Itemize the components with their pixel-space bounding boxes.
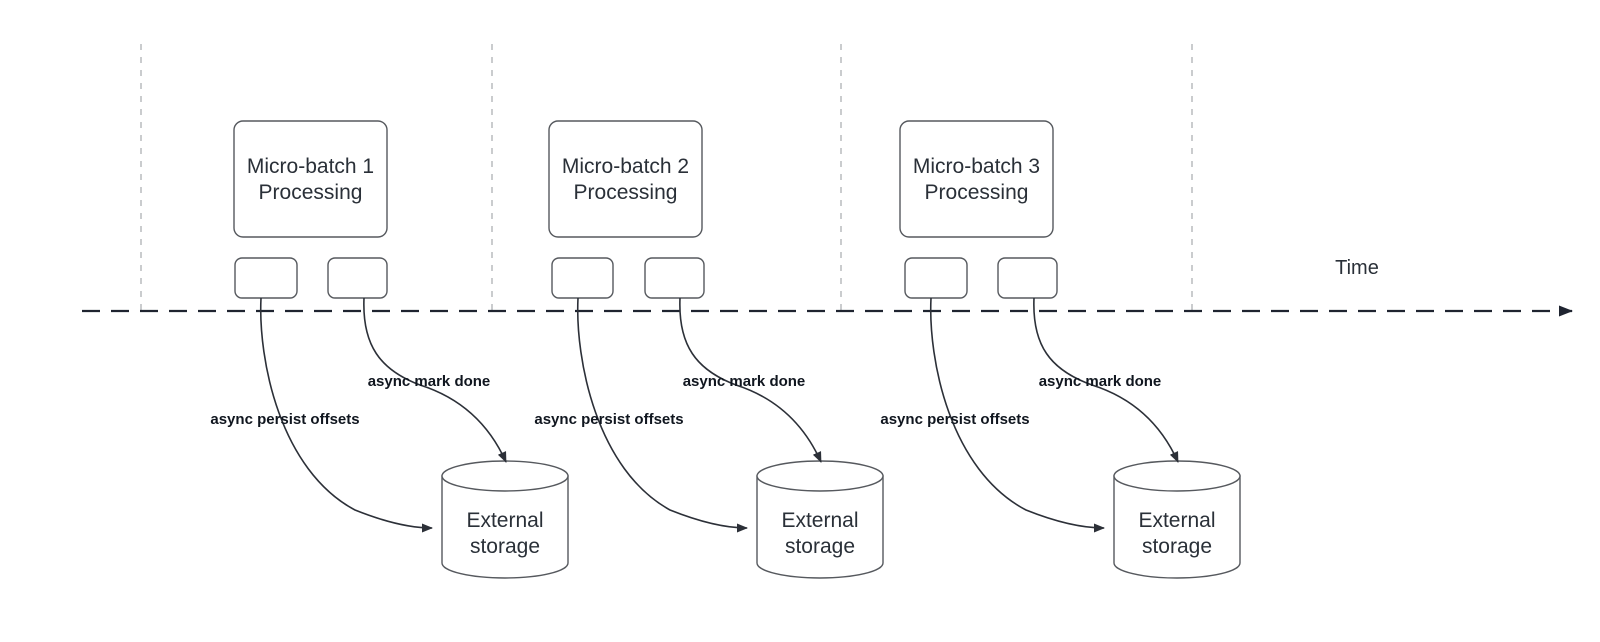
edge-label-async-mark-done-1: async mark done (368, 373, 491, 390)
external-storage-2-title: External (781, 509, 858, 532)
micro-batch-1-processing-box[interactable] (233, 120, 388, 238)
external-storage-1[interactable]: External storage (441, 460, 569, 579)
micro-batch-2-group: Micro-batch 2 Processing External storag… (534, 120, 884, 579)
batch-boundary-guides (140, 44, 1193, 313)
micro-batch-2-offset-marker[interactable] (551, 257, 614, 299)
external-storage-3[interactable]: External storage (1113, 460, 1241, 579)
micro-batch-1-title: Micro-batch 1 (247, 155, 374, 178)
edge-label-async-mark-done-3: async mark done (1039, 373, 1162, 390)
micro-batch-3-group: Micro-batch 3 Processing External storag… (880, 120, 1241, 579)
edge-async-mark-done-1 (363, 297, 507, 463)
micro-batch-1-offset-marker[interactable] (234, 257, 298, 299)
external-storage-1-title: External (466, 509, 543, 532)
external-storage-3-title: External (1138, 509, 1215, 532)
edge-async-persist-offsets-2 (576, 297, 748, 533)
micro-batch-1-group: Micro-batch 1 Processing External storag… (210, 120, 569, 579)
micro-batch-3-commit-marker[interactable] (997, 257, 1058, 299)
external-storage-3-subtitle: storage (1142, 535, 1212, 558)
micro-batch-2-subtitle: Processing (574, 181, 678, 204)
edge-label-async-persist-offsets-2: async persist offsets (534, 411, 683, 428)
edge-label-async-persist-offsets-3: async persist offsets (880, 411, 1029, 428)
micro-batch-3-title: Micro-batch 3 (913, 155, 1040, 178)
external-storage-2[interactable]: External storage (756, 460, 884, 579)
edge-label-async-mark-done-2: async mark done (683, 373, 806, 390)
edge-async-mark-done-3 (1033, 297, 1179, 463)
micro-batch-1-subtitle: Processing (259, 181, 363, 204)
external-storage-2-subtitle: storage (785, 535, 855, 558)
micro-batch-3-offset-marker[interactable] (904, 257, 968, 299)
edge-async-persist-offsets-3 (929, 297, 1105, 533)
edge-label-async-persist-offsets-1: async persist offsets (210, 411, 359, 428)
external-storage-1-subtitle: storage (470, 535, 540, 558)
micro-batch-1-commit-marker[interactable] (327, 257, 388, 299)
edge-async-persist-offsets-1 (259, 297, 433, 533)
edge-async-mark-done-2 (679, 297, 822, 463)
time-axis-label: Time (1335, 257, 1379, 279)
micro-batch-3-subtitle: Processing (925, 181, 1029, 204)
micro-batch-2-processing-box[interactable] (548, 120, 703, 238)
micro-batch-3-processing-box[interactable] (899, 120, 1054, 238)
micro-batch-2-title: Micro-batch 2 (562, 155, 689, 178)
micro-batch-2-commit-marker[interactable] (644, 257, 705, 299)
